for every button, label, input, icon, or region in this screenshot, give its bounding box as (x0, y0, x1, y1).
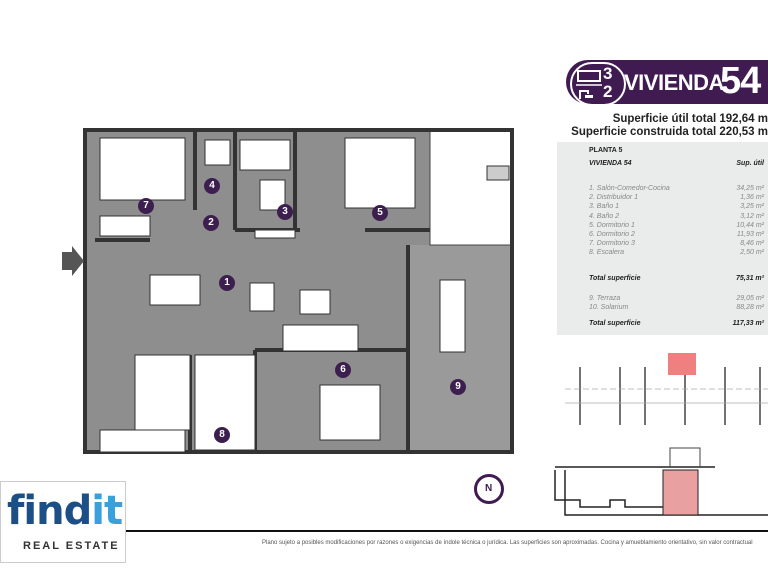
room-number: 8 (214, 427, 230, 443)
room-number: 4 (204, 178, 220, 194)
room-number: 9 (450, 379, 466, 395)
room-number: 2 (203, 215, 219, 231)
rooms-badge: 3 2 (570, 62, 626, 106)
unit-highlight-elevation (668, 353, 696, 375)
findit-logo: findit REAL ESTATE (0, 481, 126, 563)
compass-icon: N (474, 474, 504, 504)
floor-plan (62, 128, 514, 454)
room-number: 5 (372, 205, 388, 221)
bedrooms-count: 3 (603, 64, 613, 83)
footer-divider (125, 530, 768, 532)
room-number: 1 (219, 275, 235, 291)
unit-highlight-plan (662, 469, 699, 516)
bed-and-shower-icon (576, 70, 602, 99)
room-number: 6 (335, 362, 351, 378)
unit-number: 54 (720, 60, 761, 102)
building-location-diagram (554, 353, 768, 516)
page-title: VIVIENDA (624, 70, 724, 95)
superficie-construida: Superficie construida total 220,53 m (571, 126, 768, 138)
superficie-util: Superficie útil total 192,64 m (612, 113, 768, 125)
disclaimer: Plano sujeto a posibles modificaciones p… (262, 540, 753, 546)
room-number: 3 (277, 204, 293, 220)
room-number: 7 (138, 198, 154, 214)
entry-arrow-icon (62, 246, 84, 276)
planta-label: PLANTA 5 (589, 147, 623, 154)
bathrooms-count: 2 (603, 82, 613, 101)
